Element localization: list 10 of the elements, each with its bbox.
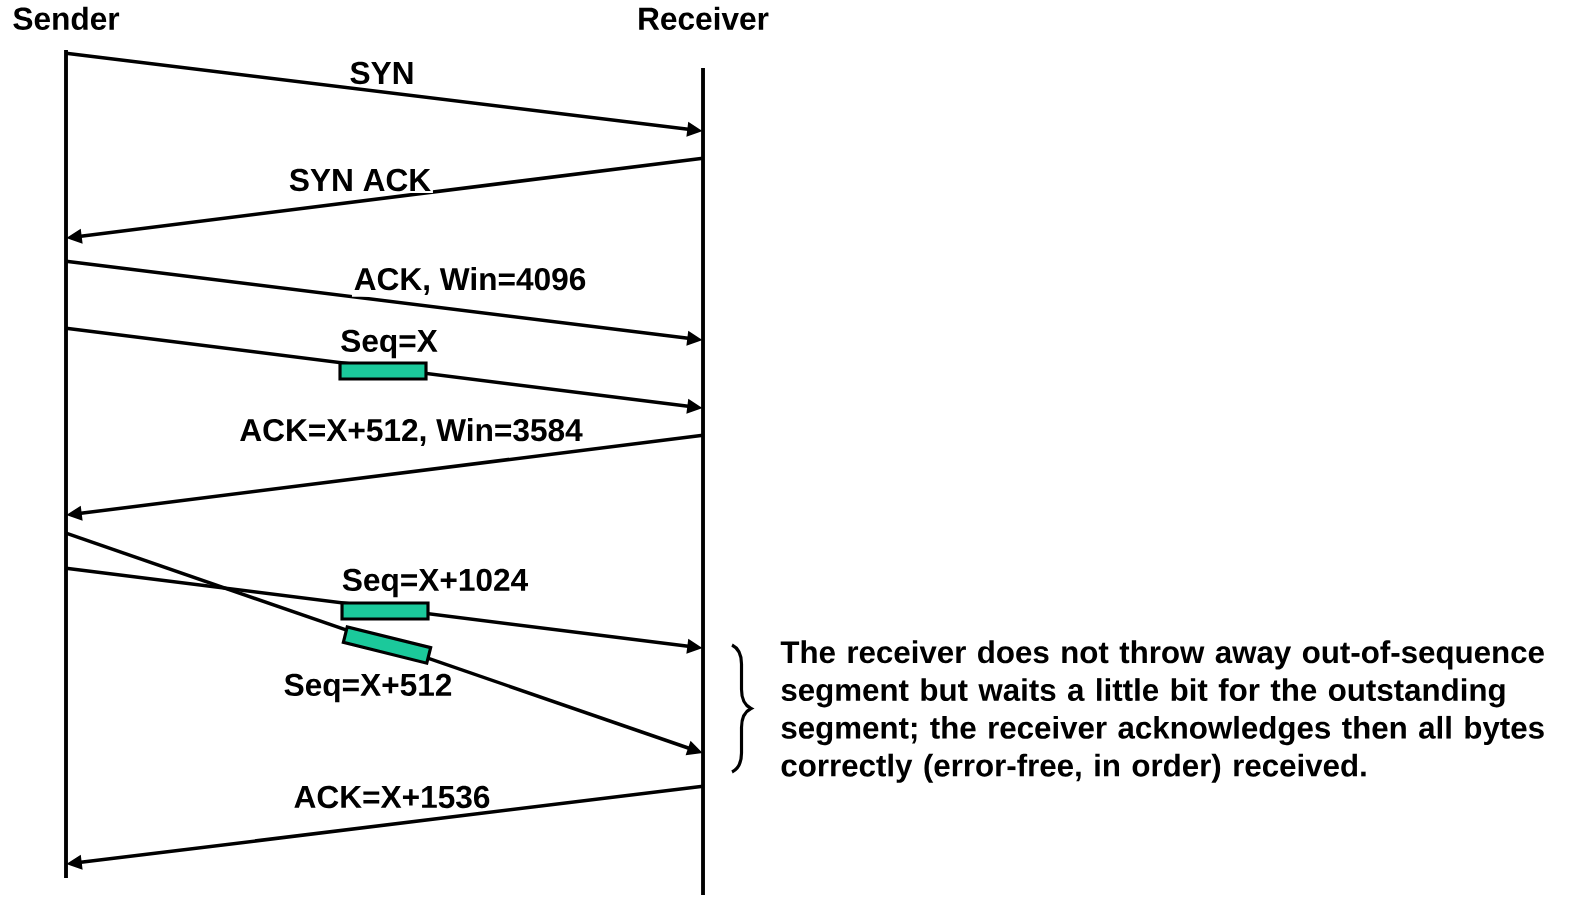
edge-label: SYN: [347, 60, 417, 86]
edge-label: ACK=X+512, Win=3584: [237, 416, 585, 448]
edge-label: ACK, Win=4096: [351, 265, 589, 297]
lifeline: Sender: [13, 6, 120, 880]
edge-label: SYN ACK: [287, 167, 433, 193]
edge-label: Seq=X: [338, 327, 440, 361]
edge-label: Seq=X+1024: [340, 566, 530, 600]
edge-label: Seq=X+512: [281, 671, 455, 705]
edge-label: ACK=X+1536: [291, 784, 493, 810]
lifeline: Receiver: [639, 6, 769, 897]
